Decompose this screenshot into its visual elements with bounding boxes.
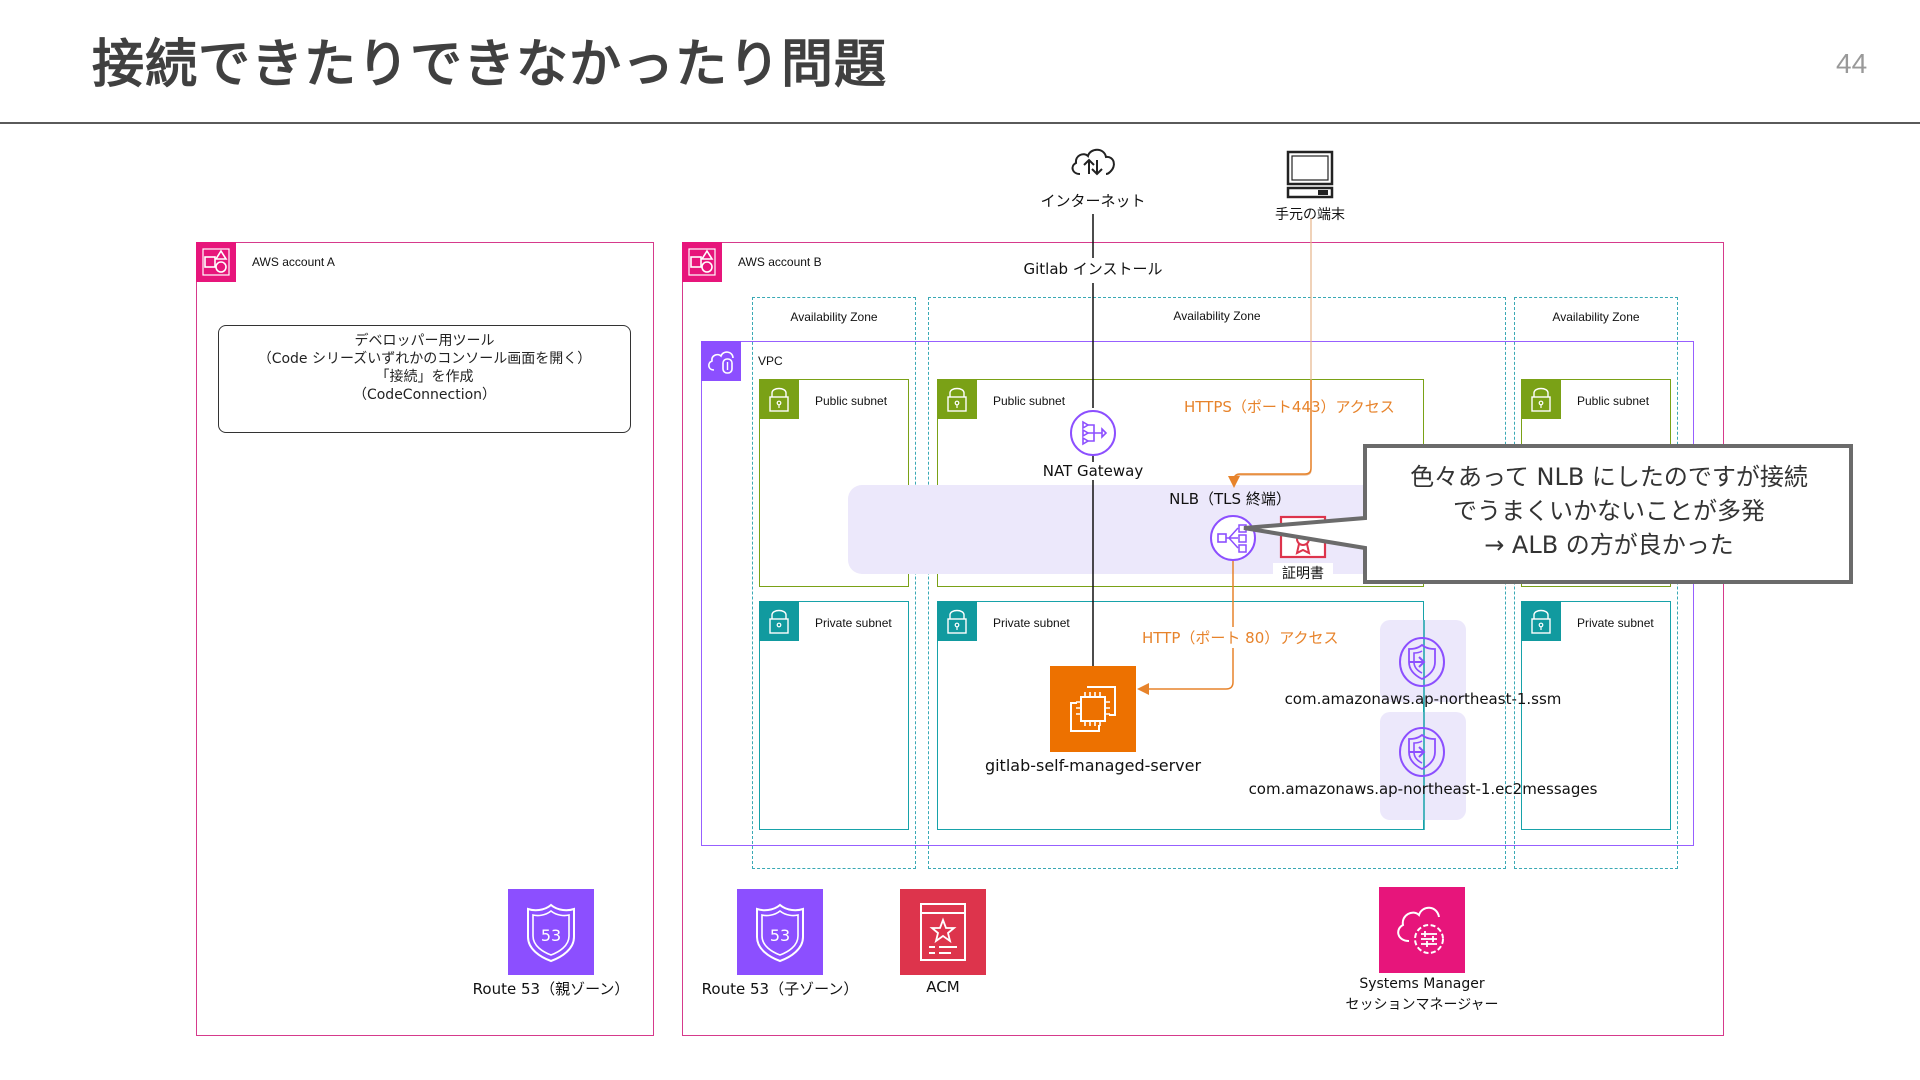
private-subnet-1 bbox=[759, 601, 909, 830]
route53-parent-icon: 53 bbox=[508, 889, 594, 975]
availability-zone-1 bbox=[752, 297, 916, 869]
vpc-endpoint-ssm-icon bbox=[1397, 636, 1447, 692]
header-divider bbox=[0, 122, 1920, 124]
aws-account-icon bbox=[682, 242, 722, 282]
internet-label: インターネット bbox=[1040, 192, 1146, 210]
callout-line3: → ALB の方が良かった bbox=[1484, 531, 1734, 559]
private-subnet-3-label: Private subnet bbox=[1577, 616, 1654, 630]
svg-text:53: 53 bbox=[541, 926, 561, 945]
page-number: 44 bbox=[1836, 48, 1868, 79]
public-subnet-1-label: Public subnet bbox=[815, 394, 888, 408]
ec2-instance-icon bbox=[1050, 666, 1136, 752]
vpc-icon bbox=[701, 341, 741, 381]
vpc-endpoint-ec2messages-icon bbox=[1397, 726, 1447, 782]
vpce-ec2messages-band bbox=[1380, 712, 1466, 820]
https-access-label: HTTPS（ポート443）アクセス bbox=[1184, 398, 1395, 416]
lock-icon bbox=[937, 601, 977, 641]
dev-tools-line4: （CodeConnection） bbox=[352, 387, 497, 403]
az-3-label: Availability Zone bbox=[1552, 310, 1640, 324]
dev-tools-line2: （Code シリーズいずれかのコンソール画面を開く） bbox=[257, 351, 592, 367]
route53-child-label: Route 53（子ゾーン） bbox=[701, 980, 859, 998]
route53-parent-label: Route 53（親ゾーン） bbox=[472, 980, 630, 998]
callout-bubble bbox=[1243, 444, 1853, 584]
lock-icon bbox=[937, 379, 977, 419]
private-subnet-2-label: Private subnet bbox=[993, 616, 1070, 630]
internet-icon bbox=[1068, 144, 1118, 184]
systems-manager-label-1: Systems Manager bbox=[1359, 976, 1485, 992]
aws-account-b-label: AWS account B bbox=[738, 255, 822, 269]
nat-gateway-label: NAT Gateway bbox=[1018, 462, 1168, 480]
dev-tools-line1: デベロッパー用ツール bbox=[354, 333, 495, 349]
nlb-label: NLB（TLS 終端） bbox=[1169, 490, 1291, 508]
az-1-label: Availability Zone bbox=[790, 310, 878, 324]
callout-line1: 色々あって NLB にしたのですが接続 bbox=[1410, 463, 1808, 491]
gitlab-install-label: Gitlab インストール bbox=[998, 258, 1188, 279]
slide-title: 接続できたりできなかったり問題 bbox=[92, 35, 888, 95]
aws-account-a-label: AWS account A bbox=[252, 255, 335, 269]
lock-icon bbox=[1521, 379, 1561, 419]
lock-icon bbox=[759, 379, 799, 419]
developer-tools-box: デベロッパー用ツール （Code シリーズいずれかのコンソール画面を開く） 「接… bbox=[218, 325, 631, 433]
http-access-label: HTTP（ポート 80）アクセス bbox=[1140, 627, 1341, 648]
svg-text:53: 53 bbox=[770, 926, 790, 945]
public-subnet-3-label: Public subnet bbox=[1577, 394, 1650, 408]
systems-manager-icon bbox=[1379, 887, 1465, 973]
aws-account-b bbox=[682, 242, 1724, 1036]
public-subnet-1 bbox=[759, 379, 909, 587]
aws-account-a bbox=[196, 242, 654, 1036]
vpc-label: VPC bbox=[758, 354, 783, 368]
aws-account-icon bbox=[196, 242, 236, 282]
ec2-instance-label: gitlab-self-managed-server bbox=[984, 756, 1202, 775]
lock-icon bbox=[759, 601, 799, 641]
lock-icon bbox=[1521, 601, 1561, 641]
acm-label: ACM bbox=[926, 978, 960, 996]
systems-manager-label-2: セッションマネージャー bbox=[1345, 997, 1499, 1013]
dev-tools-line3: 「接続」を作成 bbox=[375, 369, 474, 385]
certificate-label: 証明書 bbox=[1273, 563, 1333, 583]
private-subnet-3 bbox=[1521, 601, 1671, 830]
terminal-icon bbox=[1285, 150, 1335, 204]
private-subnet-1-label: Private subnet bbox=[815, 616, 892, 630]
vpc-endpoint-ec2messages-label: com.amazonaws.ap-northeast-1.ec2messages bbox=[1248, 780, 1598, 798]
acm-icon bbox=[900, 889, 986, 975]
vpc-endpoint-ssm-label: com.amazonaws.ap-northeast-1.ssm bbox=[1284, 690, 1562, 708]
callout-line2: でうまくいかないことが多発 bbox=[1453, 497, 1765, 525]
vpc bbox=[701, 341, 1694, 846]
callout-text: 色々あって NLB にしたのですが接続 でうまくいかないことが多発 → ALB … bbox=[1366, 460, 1852, 562]
public-subnet-2-label: Public subnet bbox=[993, 394, 1066, 408]
az-2-label: Availability Zone bbox=[1173, 309, 1261, 323]
nat-gateway-icon bbox=[1068, 408, 1118, 462]
route53-child-icon: 53 bbox=[737, 889, 823, 975]
terminal-label: 手元の端末 bbox=[1275, 207, 1345, 223]
